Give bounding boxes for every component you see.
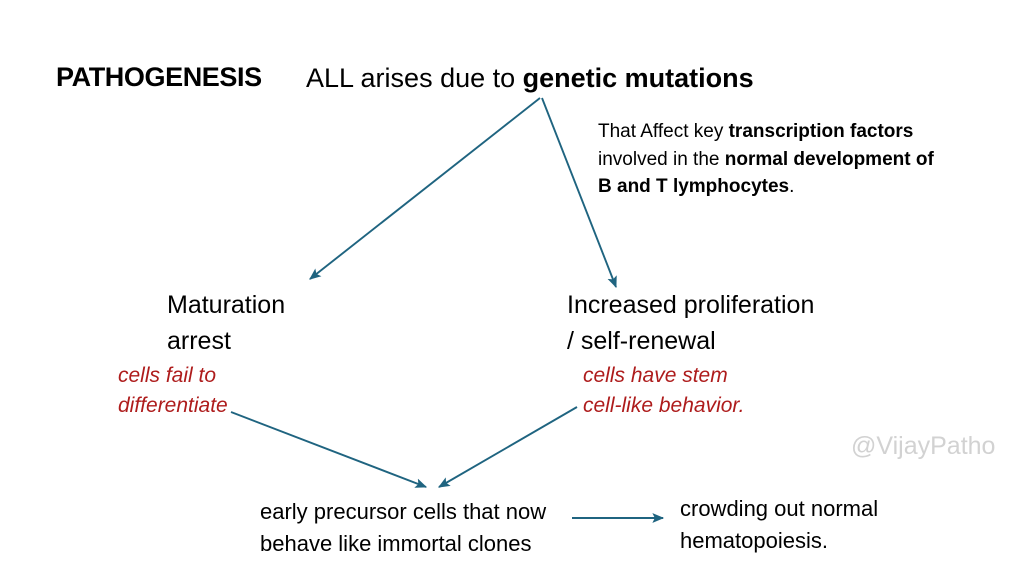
branch-left-sub-line1: cells fail to xyxy=(118,364,217,387)
arrow-headline-to-maturation xyxy=(309,97,541,280)
note-line1-bold: transcription factors xyxy=(728,121,914,142)
branch-right-line1: Increased proliferation xyxy=(567,291,815,319)
note-line2-plain: involved in the xyxy=(598,148,725,170)
arrow-proliferation-to-outcome xyxy=(438,406,578,488)
headline-bold: genetic mutations xyxy=(522,63,754,93)
branch-maturation-arrest-subtext: cells fail to differentiate xyxy=(118,361,228,422)
outcome-left-line1: early precursor cells that now xyxy=(260,499,547,524)
branch-increased-proliferation-title: Increased proliferation / self-renewal xyxy=(567,288,814,359)
branch-left-line2: arrest xyxy=(167,326,231,355)
outcome-left-line2: behave like immortal clones xyxy=(260,530,532,556)
watermark-handle: @VijayPatho xyxy=(851,432,996,460)
note-line2-bold: normal development of xyxy=(724,148,934,170)
note-line1-plain: That Affect key xyxy=(598,121,729,142)
branch-left-line1: Maturation xyxy=(167,291,286,319)
page-title: PATHOGENESIS xyxy=(56,62,262,92)
branch-right-sub-line2: cell-like behavior. xyxy=(583,394,745,418)
branch-right-line2: / self-renewal xyxy=(567,326,716,355)
arrow-maturation-to-outcome xyxy=(230,411,428,488)
branch-right-sub-line1: cells have stem xyxy=(583,364,728,387)
outcome-right-line1: crowding out normal xyxy=(680,496,879,521)
note-line3-bold: B and T lymphocytes xyxy=(598,176,790,198)
note-line3-plain: . xyxy=(789,176,795,198)
headline-plain: ALL arises due to xyxy=(306,63,523,93)
branch-left-sub-line2: differentiate xyxy=(118,394,228,418)
outcome-precursor-clones: early precursor cells that now behave lik… xyxy=(260,496,546,560)
outcome-right-line2: hematopoiesis. xyxy=(680,527,828,553)
outcome-crowding-hematopoiesis: crowding out normal hematopoiesis. xyxy=(680,493,878,557)
branch-maturation-arrest-title: Maturation arrest xyxy=(167,288,285,359)
branch-increased-proliferation-subtext: cells have stem cell-like behavior. xyxy=(583,361,744,422)
headline-text: ALL arises due to genetic mutations xyxy=(306,61,754,97)
